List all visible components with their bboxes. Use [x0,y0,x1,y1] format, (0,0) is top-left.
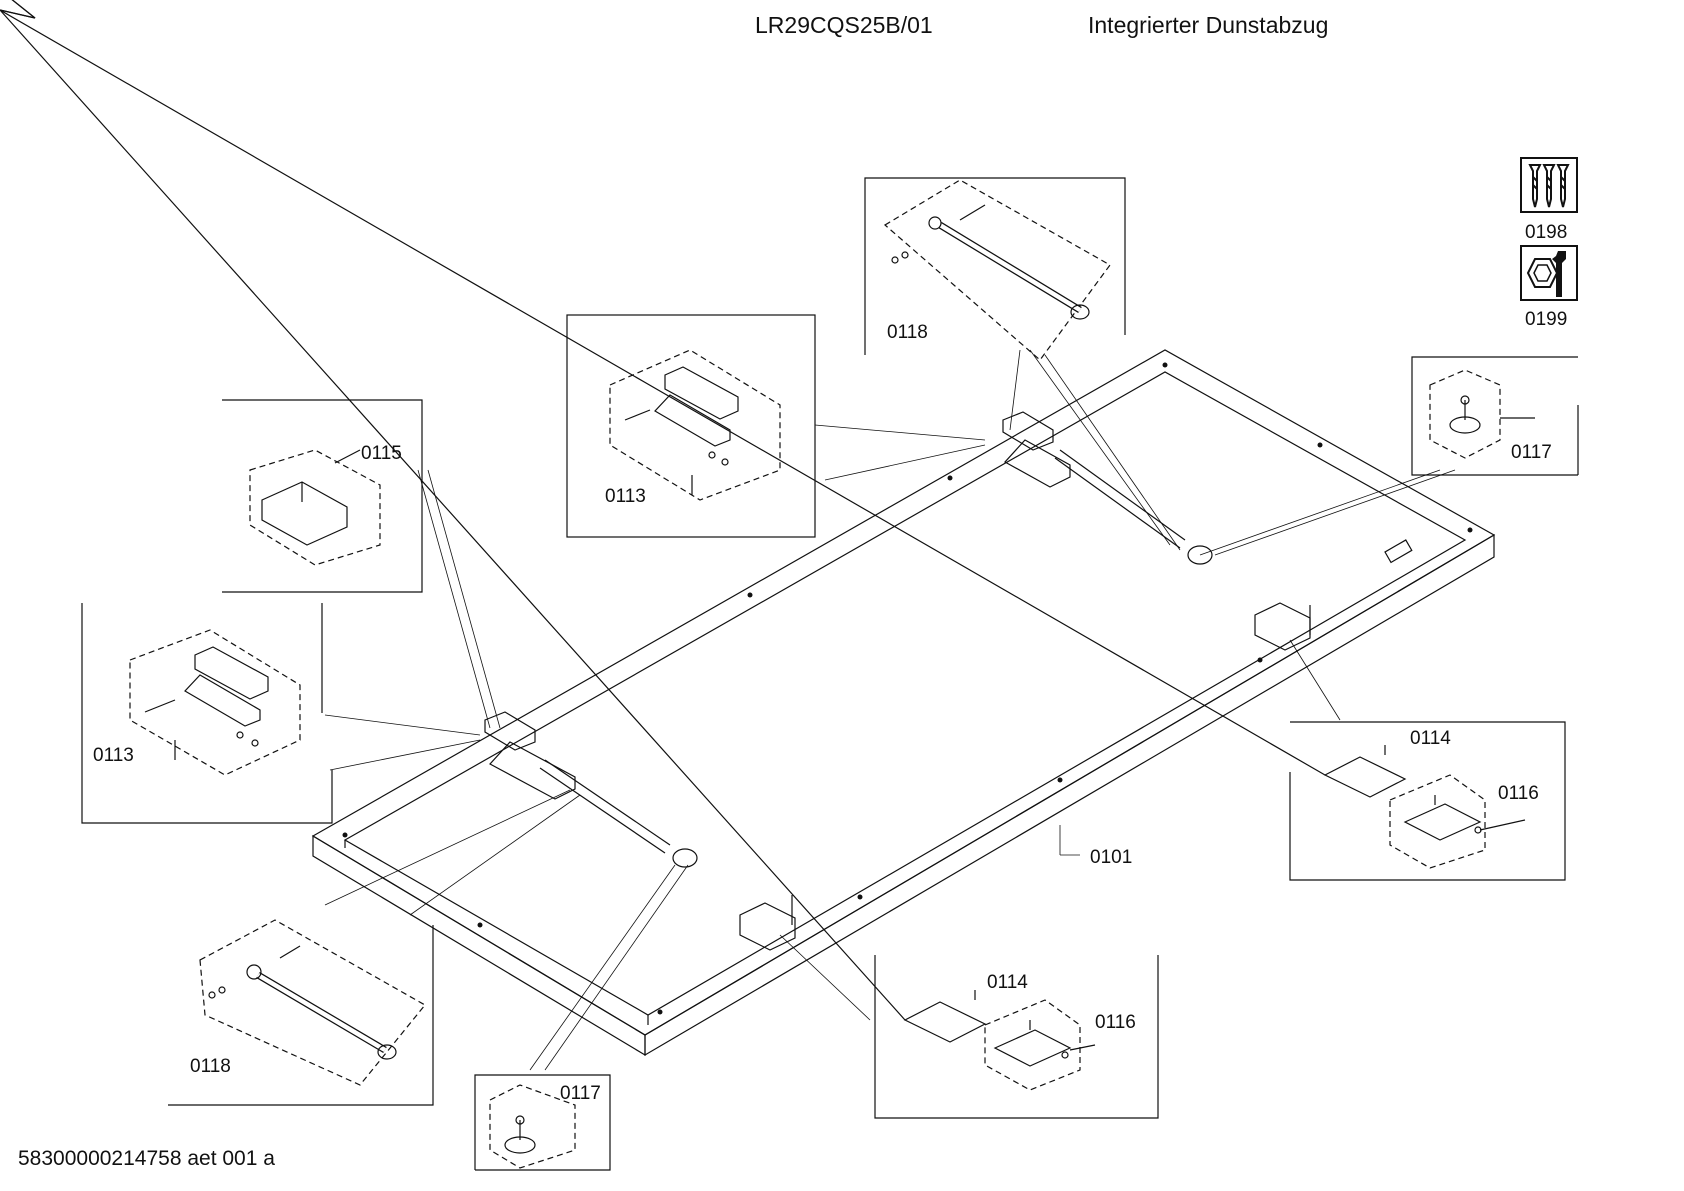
frame-part [311,349,1496,1057]
screws-icon [1520,157,1578,213]
callout-bracket-bottom: 0114 [987,972,1028,993]
callout-strut-top: 0118 [887,322,928,343]
document-id: 58300000214758 aet 001 a [18,1147,275,1170]
callout-hinge-left: 0113 [93,745,134,766]
product-description: Integrierter Dunstabzug [1088,12,1329,38]
detail-box-foot-bottom [474,1074,611,1171]
detail-box-bracket-bottom [0,0,1159,1119]
callout-cover: 0115 [361,443,402,464]
model-number: LR29CQS25B/01 [755,12,933,38]
detail-box-strut-top [864,177,1126,361]
callout-bracket-right: 0114 [1410,728,1451,749]
service-label-nut-wrench: 0199 [1525,309,1568,330]
callout-hinge-top: 0113 [605,486,646,507]
callout-foot-bottom: 0117 [560,1083,601,1104]
service-label-screws: 0198 [1525,222,1568,243]
detail-box-hinge-left [81,603,333,824]
hinge-on-frame-top [1002,411,1213,565]
callout-foot-right: 0117 [1511,442,1552,463]
detail-box-strut-left [168,919,434,1106]
bracket-on-frame-right [1254,602,1311,651]
hinge-on-frame-left [484,711,698,868]
detail-box-cover [222,399,423,593]
detail-box-foot-right [1411,356,1579,476]
detail-box-hinge-top [566,314,816,538]
callout-frame: 0101 [1090,847,1133,868]
leader-lines [324,349,1456,1071]
callout-mount-bottom: 0116 [1095,1012,1136,1033]
bracket-on-frame-bottom [739,895,796,951]
callout-mount-right: 0116 [1498,783,1539,804]
callout-strut-left: 0118 [190,1056,231,1077]
nut-wrench-icon [1520,245,1578,301]
